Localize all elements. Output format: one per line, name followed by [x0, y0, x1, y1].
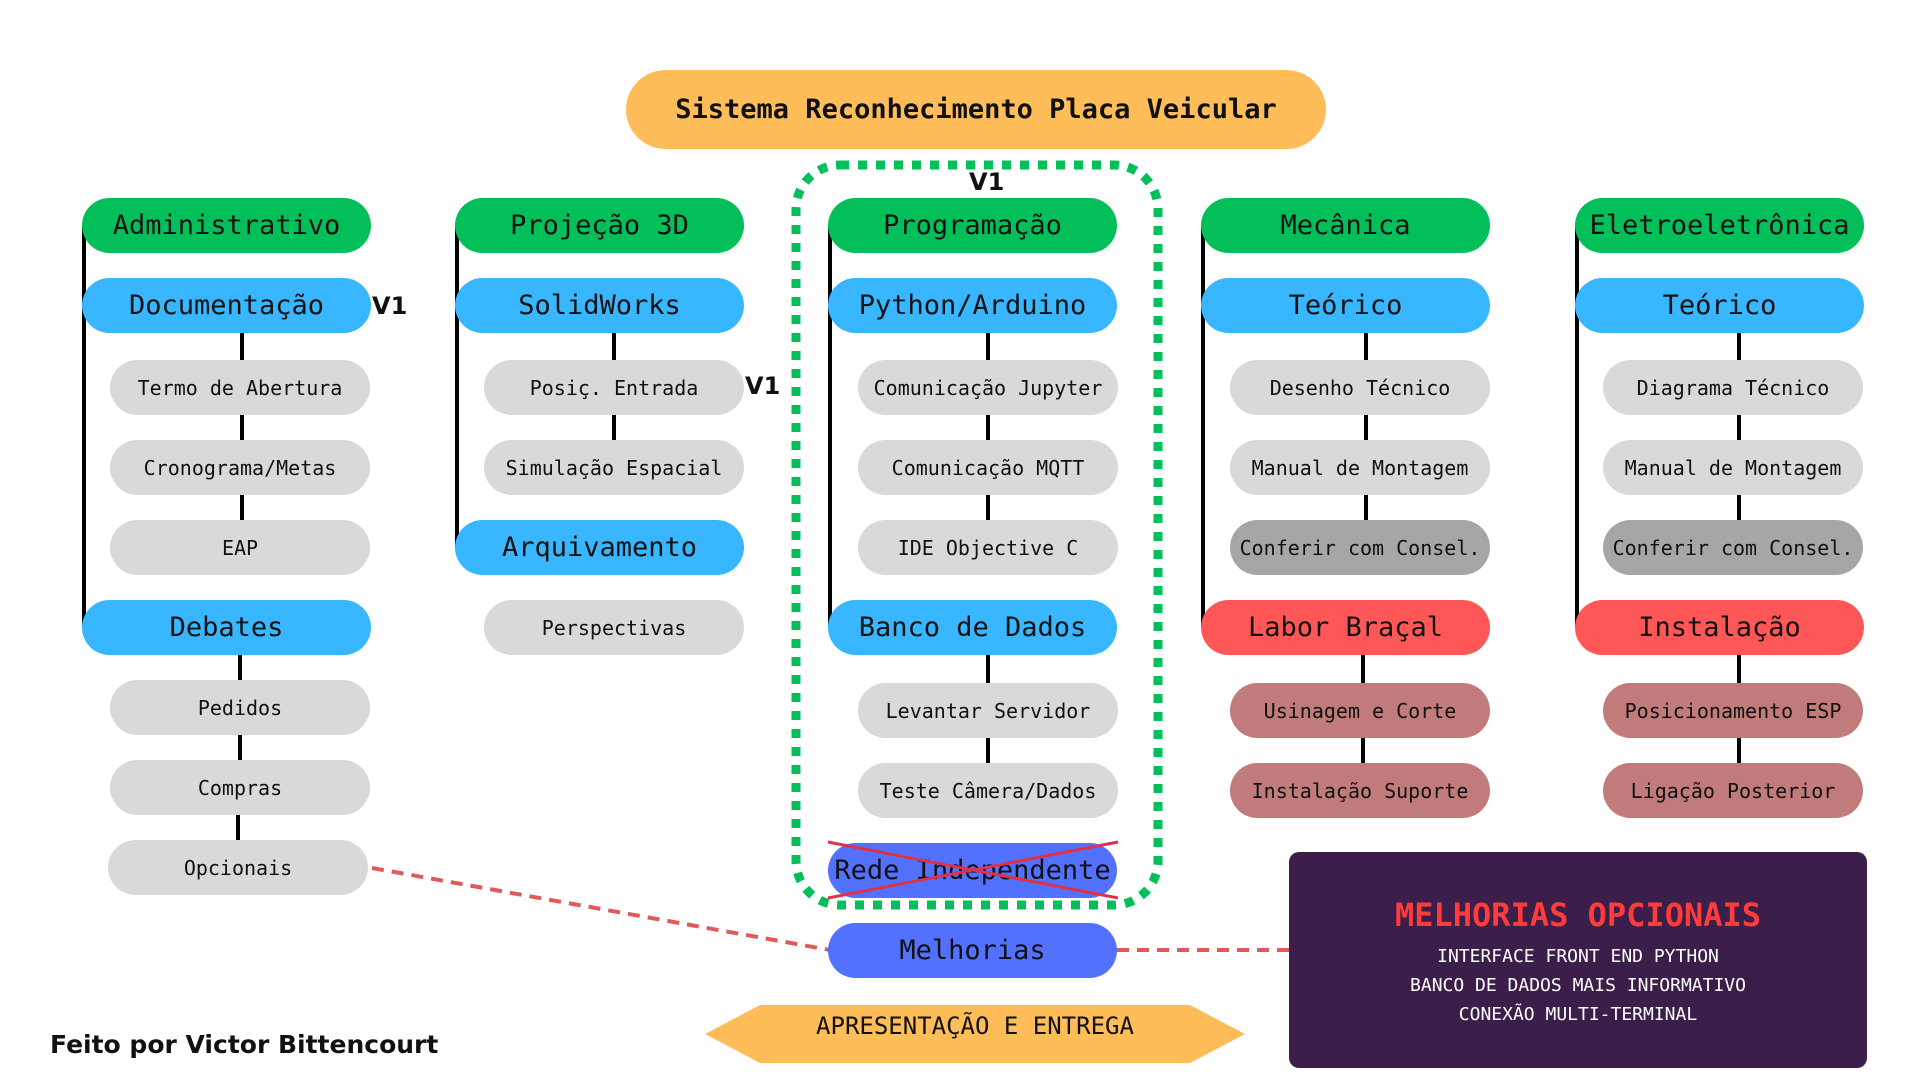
v1-tag-programacao: V1	[969, 168, 1005, 196]
node-teste-camera: Teste Câmera/Dados	[858, 763, 1118, 818]
strike-through-cross	[827, 840, 1119, 900]
node-melhorias: Melhorias	[828, 923, 1117, 978]
node-conferir-consel-mec: Conferir com Consel.	[1230, 520, 1490, 575]
v1-tag-documentacao: V1	[372, 292, 408, 320]
header-programacao: Programação	[828, 198, 1117, 253]
node-comunicacao-mqtt: Comunicação MQTT	[858, 440, 1118, 495]
node-pedidos: Pedidos	[110, 680, 370, 735]
melhoria-item: BANCO DE DADOS MAIS INFORMATIVO	[1410, 975, 1746, 996]
node-labor-bracal: Labor Braçal	[1201, 600, 1490, 655]
melhorias-opcionais-title: MELHORIAS OPCIONAIS	[1394, 896, 1762, 934]
node-instalacao-suporte: Instalação Suporte	[1230, 763, 1490, 818]
node-manual-montagem-ele: Manual de Montagem	[1603, 440, 1863, 495]
melhorias-opcionais-box: MELHORIAS OPCIONAIS INTERFACE FRONT END …	[1289, 852, 1867, 1068]
node-opcionais: Opcionais	[108, 840, 368, 895]
header-administrativo: Administrativo	[82, 198, 371, 253]
node-diagrama-tecnico: Diagrama Técnico	[1603, 360, 1863, 415]
header-eletroeletronica: Eletroeletrônica	[1575, 198, 1864, 253]
melhoria-item: CONEXÃO MULTI-TERMINAL	[1458, 1004, 1698, 1025]
entrega-arrow-shape	[705, 1005, 1245, 1063]
node-termo-abertura: Termo de Abertura	[110, 360, 370, 415]
node-simulacao-espacial: Simulação Espacial	[484, 440, 744, 495]
dashed-link-opcionais-melhorias	[371, 866, 831, 952]
node-posicionamento-esp: Posicionamento ESP	[1603, 683, 1863, 738]
node-compras: Compras	[110, 760, 370, 815]
node-manual-montagem-mec: Manual de Montagem	[1230, 440, 1490, 495]
author-credit: Feito por Victor Bittencourt	[50, 1030, 439, 1059]
node-banco-de-dados: Banco de Dados	[828, 600, 1117, 655]
node-ide-objective-c: IDE Objective C	[858, 520, 1118, 575]
node-documentacao: Documentação	[82, 278, 371, 333]
node-desenho-tecnico: Desenho Técnico	[1230, 360, 1490, 415]
diagram-title: Sistema Reconhecimento Placa Veicular	[626, 70, 1326, 149]
node-levantar-servidor: Levantar Servidor	[858, 683, 1118, 738]
apresentacao-entrega-label: APRESENTAÇÃO E ENTREGA	[816, 1012, 1134, 1040]
node-debates: Debates	[82, 600, 371, 655]
node-comunicacao-jupyter: Comunicação Jupyter	[858, 360, 1118, 415]
node-solidworks: SolidWorks	[455, 278, 744, 333]
header-mecanica: Mecânica	[1201, 198, 1490, 253]
node-eap: EAP	[110, 520, 370, 575]
melhoria-item: INTERFACE FRONT END PYTHON	[1437, 946, 1719, 967]
node-instalacao: Instalação	[1575, 600, 1864, 655]
node-conferir-consel-ele: Conferir com Consel.	[1603, 520, 1863, 575]
node-python-arduino: Python/Arduino	[828, 278, 1117, 333]
node-teorico-eletro: Teórico	[1575, 278, 1864, 333]
header-projecao-3d: Projeção 3D	[455, 198, 744, 253]
v1-tag-posic-entrada: V1	[745, 372, 781, 400]
v1-dotted-frame	[791, 160, 1163, 910]
node-teorico-mecanica: Teórico	[1201, 278, 1490, 333]
node-posic-entrada: Posiç. Entrada	[484, 360, 744, 415]
node-arquivamento: Arquivamento	[455, 520, 744, 575]
node-usinagem-corte: Usinagem e Corte	[1230, 683, 1490, 738]
node-perspectivas: Perspectivas	[484, 600, 744, 655]
node-ligacao-posterior: Ligação Posterior	[1603, 763, 1863, 818]
node-cronograma: Cronograma/Metas	[110, 440, 370, 495]
